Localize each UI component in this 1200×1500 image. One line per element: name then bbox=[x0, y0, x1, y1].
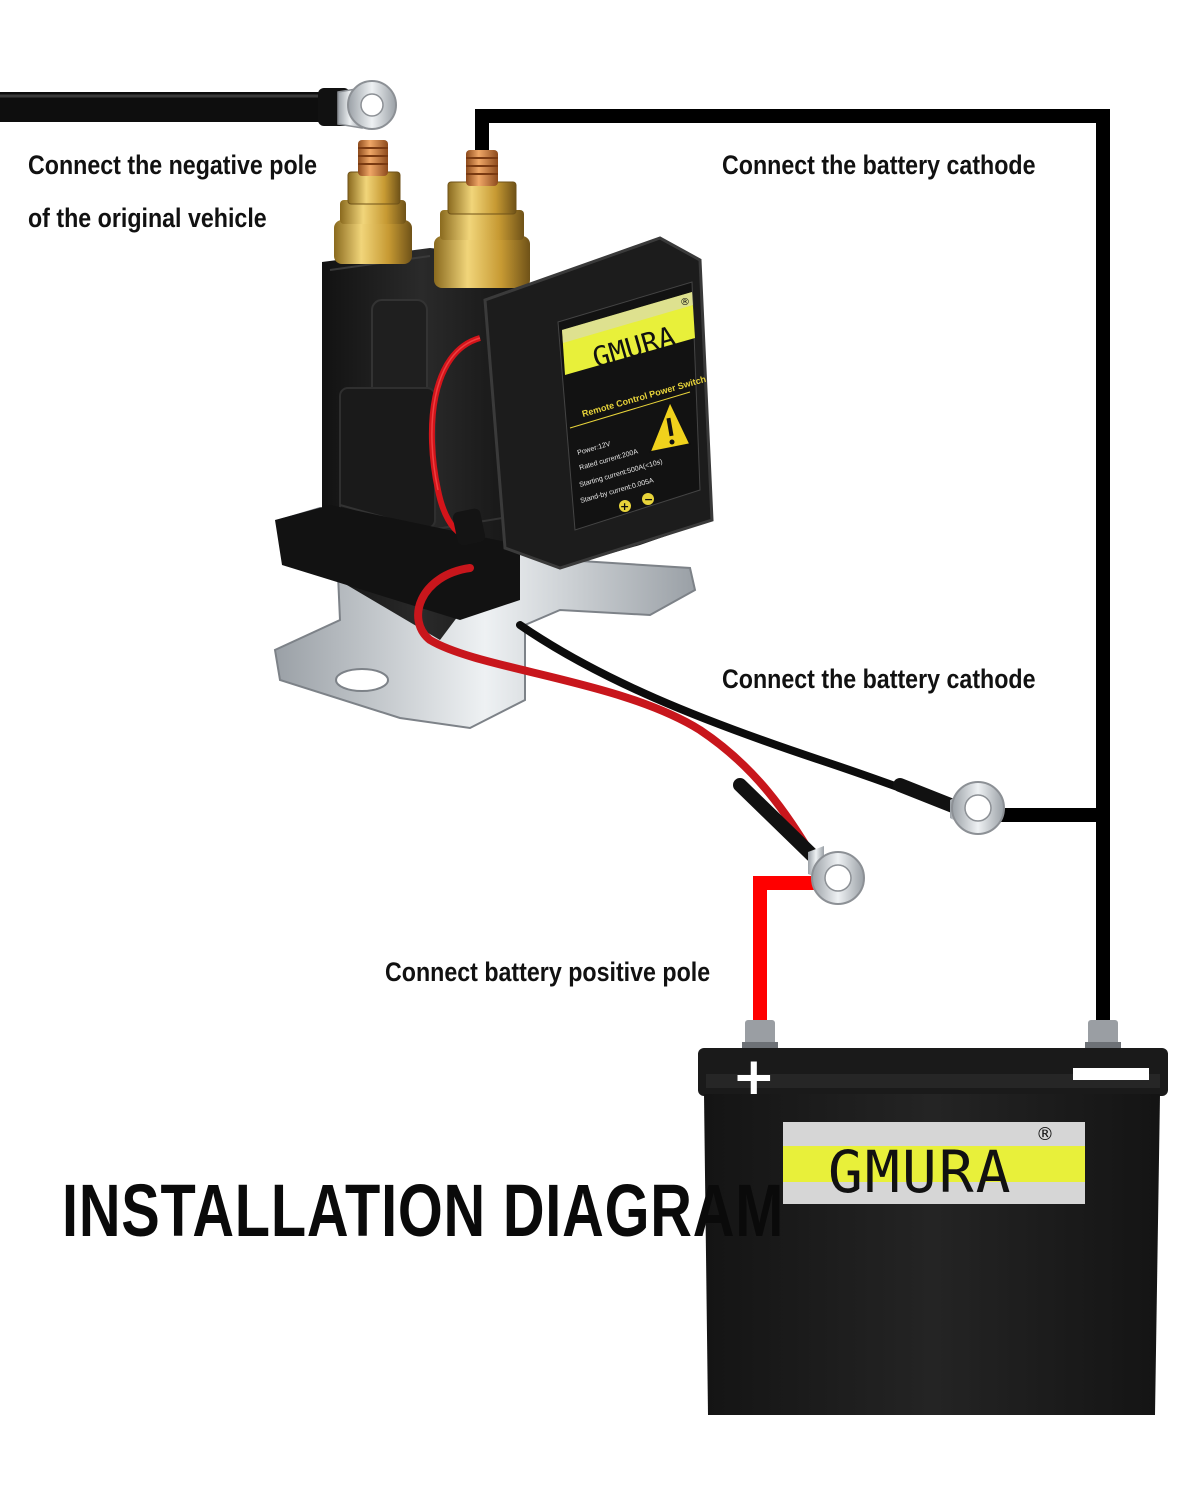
red-wire-positive bbox=[753, 876, 823, 1025]
label-negative-pole-line1: Connect the negative pole bbox=[28, 150, 318, 180]
power-switch-relay: GMURA ® Remote Control Power Switch Powe… bbox=[273, 140, 714, 730]
page-title: INSTALLATION DIAGRAM bbox=[62, 1169, 785, 1252]
warning-icon bbox=[648, 400, 692, 454]
label-battery-cathode-mid: Connect the battery cathode bbox=[722, 664, 1036, 694]
label-battery-cathode-top: Connect the battery cathode bbox=[722, 150, 1036, 180]
vehicle-negative-cable bbox=[0, 87, 363, 129]
label-battery-positive: Connect battery positive pole bbox=[385, 957, 711, 987]
switch-plus-symbol: + bbox=[620, 500, 629, 513]
control-module: GMURA ® Remote Control Power Switch Powe… bbox=[483, 236, 714, 570]
ring-terminal-black bbox=[950, 781, 1005, 835]
terminal-right bbox=[434, 150, 530, 288]
switch-red-lead bbox=[414, 564, 819, 862]
switch-registered-mark: ® bbox=[680, 297, 690, 308]
terminal-left bbox=[334, 140, 412, 264]
ring-terminal-vehicle bbox=[347, 80, 397, 130]
battery-negative-mark bbox=[1073, 1068, 1149, 1080]
label-negative-pole-line2: of the original vehicle bbox=[28, 203, 267, 233]
battery-registered-mark: ® bbox=[1036, 1124, 1054, 1145]
switch-minus-symbol: − bbox=[644, 493, 653, 506]
battery-positive-symbol: + bbox=[732, 1047, 776, 1107]
battery-brand-sticker: GMURA ® bbox=[783, 1122, 1085, 1206]
switch-black-lead bbox=[516, 621, 965, 815]
switch-label-sticker: GMURA ® Remote Control Power Switch Powe… bbox=[557, 281, 707, 531]
black-wire-top-loop bbox=[475, 109, 1110, 1025]
battery: GMURA ® + bbox=[698, 1020, 1168, 1415]
battery-brand-text: GMURA bbox=[828, 1138, 1013, 1206]
ring-terminal-red bbox=[808, 846, 865, 905]
